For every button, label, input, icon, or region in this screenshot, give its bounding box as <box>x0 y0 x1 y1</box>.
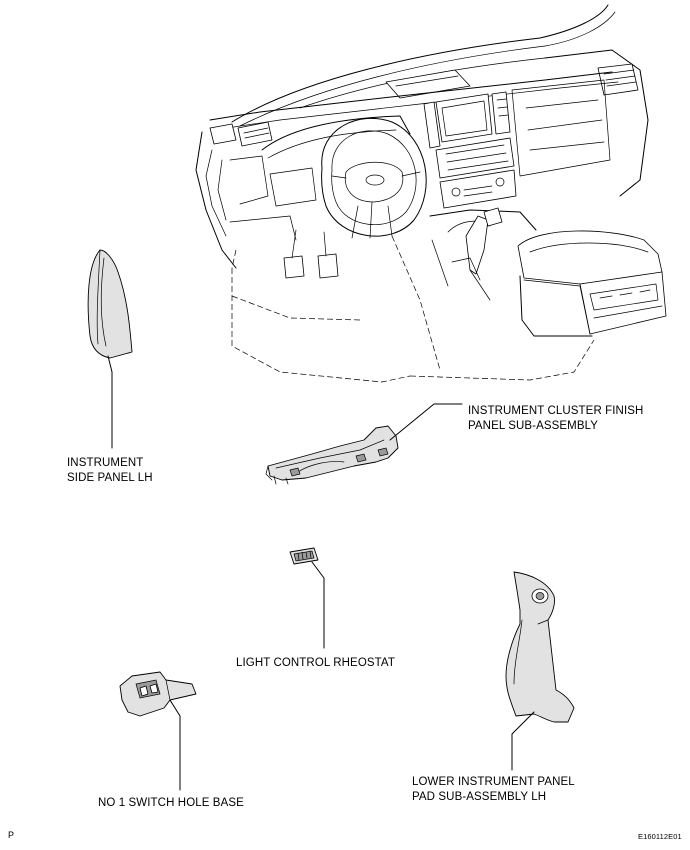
label-side-panel: INSTRUMENT SIDE PANEL LH <box>67 456 153 486</box>
label-rheostat: LIGHT CONTROL RHEOSTAT <box>236 657 395 669</box>
leader-lines <box>107 355 535 791</box>
label-side-panel-line1: INSTRUMENT <box>67 457 144 469</box>
label-cluster-finish-panel-line1: INSTRUMENT CLUSTER FINISH <box>468 405 644 417</box>
leader-side-panel <box>107 355 113 449</box>
leader-rheostat <box>311 561 325 649</box>
label-cluster-finish-panel-line2: PANEL SUB-ASSEMBLY <box>468 420 599 432</box>
label-side-panel-line2: SIDE PANEL LH <box>67 472 153 484</box>
label-lower-pad: LOWER INSTRUMENT PANEL PAD SUB-ASSEMBLY … <box>412 775 575 805</box>
label-cluster-finish-panel: INSTRUMENT CLUSTER FINISH PANEL SUB-ASSE… <box>468 404 643 434</box>
instrument-side-panel-lh-part <box>87 249 133 359</box>
instrument-cluster-finish-panel-part <box>265 425 399 485</box>
leader-switch-hole-base <box>169 699 181 791</box>
light-control-rheostat-part <box>289 547 319 565</box>
leader-cluster-finish-panel <box>389 403 463 441</box>
leader-lower-pad <box>511 711 535 771</box>
lower-instrument-panel-pad-part <box>505 571 575 723</box>
corner-mark: P <box>8 830 15 840</box>
switch-hole-base-part <box>119 671 197 717</box>
label-lower-pad-line2: PAD SUB-ASSEMBLY LH <box>412 791 547 803</box>
label-switch-hole-base: NO 1 SWITCH HOLE BASE <box>98 797 244 809</box>
label-lower-pad-line1: LOWER INSTRUMENT PANEL <box>412 776 575 788</box>
dashboard-illustration <box>195 4 667 383</box>
figure-code: E160112E01 <box>638 832 682 841</box>
